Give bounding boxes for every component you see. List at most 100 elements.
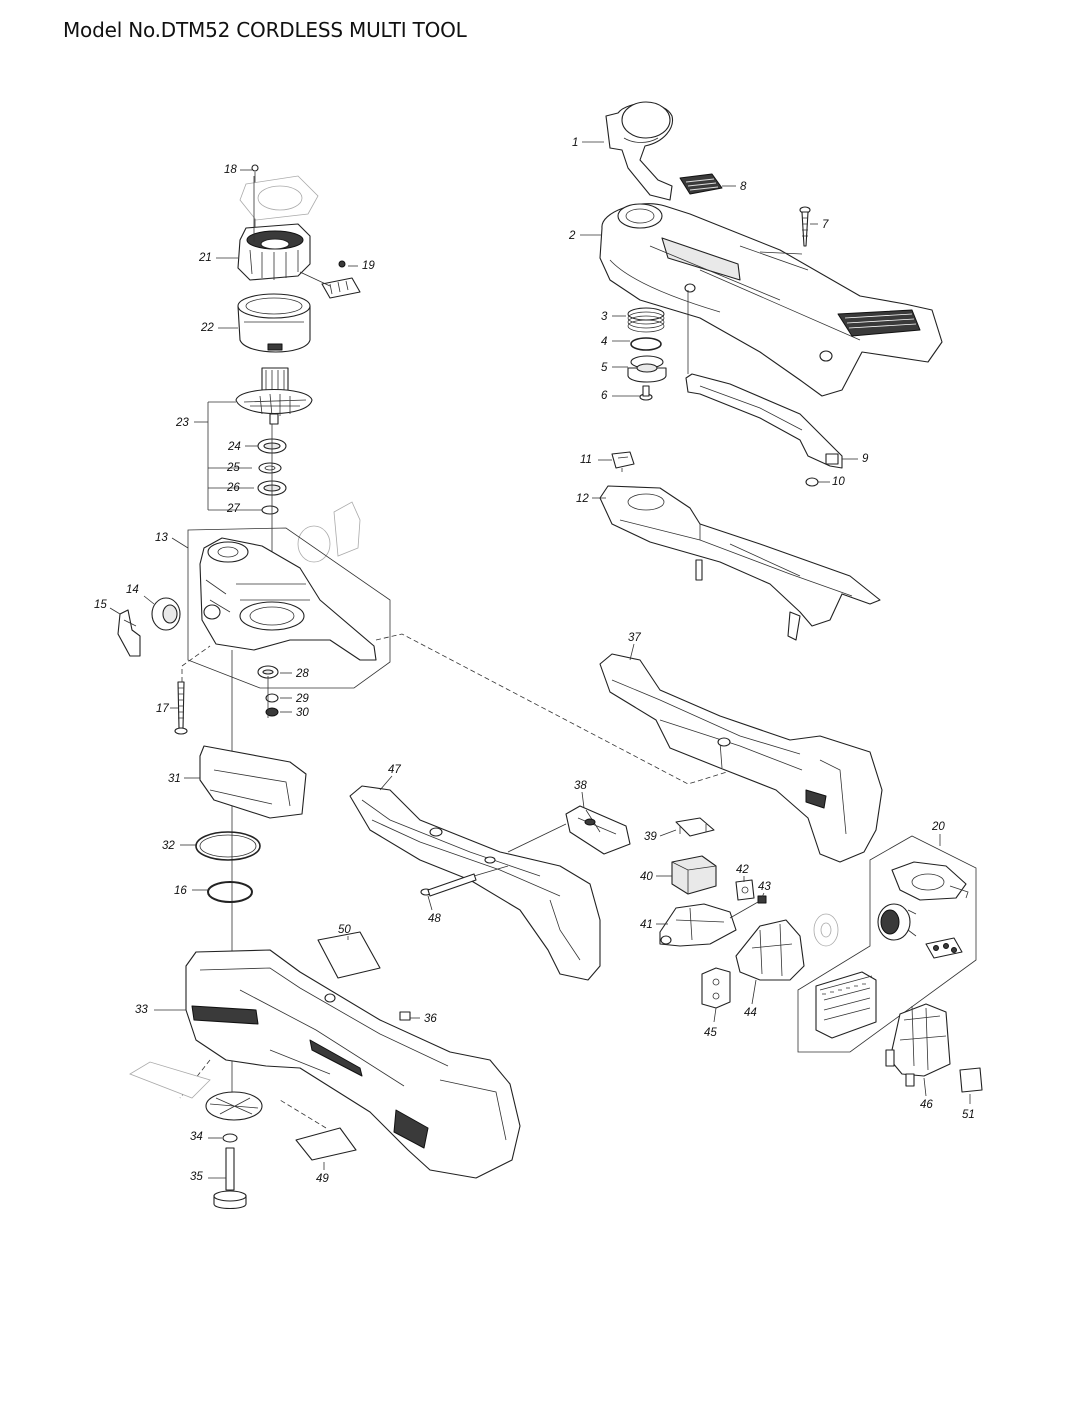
leader-7 xyxy=(739,245,809,271)
part-label-3: 3 xyxy=(601,311,608,323)
part-19-terminal xyxy=(321,260,361,299)
part-label-8: 8 xyxy=(740,181,747,193)
leader-43 xyxy=(729,901,759,919)
part-label-5: 5 xyxy=(601,362,608,374)
part-43-chip xyxy=(757,895,767,904)
leader-13-37 xyxy=(375,633,741,785)
part-41-holder xyxy=(659,903,737,947)
axis-motor xyxy=(253,176,273,560)
part-label-18: 18 xyxy=(224,164,237,176)
part-47-handle-frame xyxy=(349,785,601,981)
page-title: Model No.DTM52 CORDLESS MULTI TOOL xyxy=(63,18,467,42)
part-33-base-housing xyxy=(185,949,521,1179)
part-22-motor-sleeve xyxy=(237,293,311,353)
part-sensor-board-ghost xyxy=(239,175,319,221)
part-4-ring xyxy=(630,337,662,351)
part-label-17: 17 xyxy=(156,703,169,715)
part-label-22: 22 xyxy=(200,322,214,334)
part-fan-ghost xyxy=(297,501,361,563)
part-25-washer xyxy=(258,462,282,474)
part-3-spring xyxy=(627,307,665,333)
part-label-2: 2 xyxy=(568,230,576,242)
part-label-35: 35 xyxy=(190,1171,203,1183)
part-label-10: 10 xyxy=(832,476,845,488)
part-label-36: 36 xyxy=(424,1013,437,1025)
part-labels: 1 8 7 2 3 4 5 6 9 10 11 12 18 2 xyxy=(94,137,975,1185)
part-label-12: 12 xyxy=(576,493,589,505)
part-label-42: 42 xyxy=(736,864,749,876)
part-label-44: 44 xyxy=(744,1007,757,1019)
part-label-27: 27 xyxy=(226,503,240,515)
part-label-9: 9 xyxy=(862,453,869,465)
bracket-20 xyxy=(797,835,977,1053)
part-label-20: 20 xyxy=(931,821,945,833)
part-2-motor-housing xyxy=(599,203,943,397)
part-46-battery-terminal xyxy=(885,1003,951,1087)
part-29-washer xyxy=(265,693,279,703)
part-label-45: 45 xyxy=(704,1027,717,1039)
leader-19 xyxy=(299,271,331,287)
part-16-o-ring xyxy=(207,881,253,903)
part-1-switch-lever xyxy=(605,101,674,201)
part-12-frame xyxy=(599,485,881,641)
part-5-holder xyxy=(627,355,667,383)
part-27-clip xyxy=(261,505,279,515)
part-35-spindle xyxy=(213,1147,247,1210)
part-label-39: 39 xyxy=(644,831,657,843)
part-label-11: 11 xyxy=(580,454,592,466)
part-label-48: 48 xyxy=(428,913,441,925)
part-label-26: 26 xyxy=(226,482,240,494)
part-20-terminals xyxy=(925,937,963,959)
part-label-6: 6 xyxy=(601,390,608,402)
part-label-50: 50 xyxy=(338,924,351,936)
part-label-38: 38 xyxy=(574,780,587,792)
part-20-magnet-ring xyxy=(877,903,917,941)
part-label-19: 19 xyxy=(362,260,375,272)
part-label-43: 43 xyxy=(758,881,771,893)
leader-48 xyxy=(473,865,509,877)
part-label-40: 40 xyxy=(640,871,653,883)
part-23-armature xyxy=(235,367,313,425)
part-label-41: 41 xyxy=(640,919,653,931)
part-42-sensor xyxy=(735,879,755,901)
part-34-ring xyxy=(222,1133,238,1143)
part-label-15: 15 xyxy=(94,599,107,611)
part-20-gasket xyxy=(891,861,969,901)
part-label-31: 31 xyxy=(168,773,181,785)
part-32-gasket xyxy=(195,831,261,861)
part-label-24: 24 xyxy=(227,441,241,453)
part-10-washer xyxy=(805,477,819,487)
part-label-23: 23 xyxy=(175,417,189,429)
part-9-slide-bar xyxy=(685,373,843,469)
part-gear-ghost xyxy=(129,1061,263,1121)
part-label-16: 16 xyxy=(174,885,187,897)
bracket-13 xyxy=(187,527,391,689)
part-label-14: 14 xyxy=(126,584,139,596)
part-49-label xyxy=(295,1127,357,1161)
part-51-label xyxy=(959,1067,983,1093)
part-44-bracket xyxy=(735,919,805,981)
part-37-inner-frame xyxy=(599,653,883,863)
part-label-13: 13 xyxy=(155,532,168,544)
part-38-switch-housing xyxy=(565,805,631,855)
part-39-clip xyxy=(675,817,715,837)
part-ghost-knob xyxy=(813,913,839,947)
part-21-stator xyxy=(237,223,311,281)
part-36-pad xyxy=(399,1011,411,1021)
part-11-switch xyxy=(611,451,635,472)
part-label-32: 32 xyxy=(162,840,175,852)
part-31-cover xyxy=(199,745,307,819)
part-label-47: 47 xyxy=(388,764,401,776)
part-15-clip xyxy=(117,609,141,657)
part-label-49: 49 xyxy=(316,1173,329,1185)
part-17-screw xyxy=(174,681,188,735)
part-label-1: 1 xyxy=(572,137,578,149)
part-48-screw xyxy=(420,873,477,897)
part-label-4: 4 xyxy=(601,336,607,348)
part-label-28: 28 xyxy=(295,668,309,680)
bracket-23 xyxy=(207,401,262,511)
part-label-25: 25 xyxy=(226,462,240,474)
part-7-screw xyxy=(799,206,811,247)
